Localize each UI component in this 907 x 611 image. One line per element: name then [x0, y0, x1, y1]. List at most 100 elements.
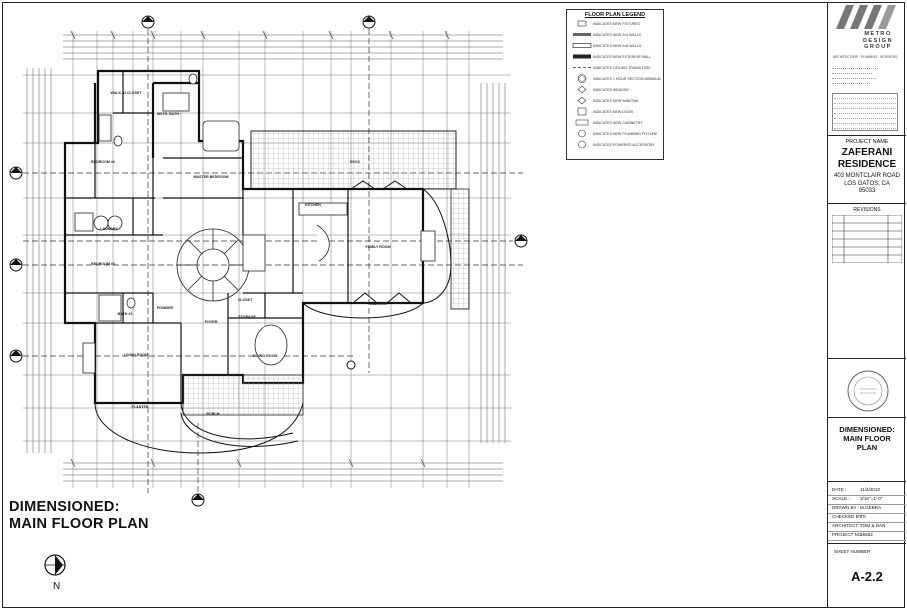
info-value: M.GEBRA: [860, 505, 882, 510]
info-row: PROJECT NO :16682: [832, 532, 873, 537]
room-label-living-room: LIVING ROOM: [124, 353, 148, 357]
drawing-title: DIMENSIONED: MAIN FLOOR PLAN: [9, 499, 149, 533]
legend-item: INDICATES NEW PLUMBING FIXTURE: [567, 128, 663, 139]
legend-symbol-icon: [575, 119, 589, 126]
vertical-grid-lines: [72, 31, 470, 488]
legend-item-label: INDICATES WINDOW: [593, 87, 629, 92]
room-label-laundry: LAUNDRY: [100, 227, 118, 231]
info-label: DRAWN BY :: [832, 505, 860, 510]
info-label: CHECKED BY :: [832, 514, 865, 519]
legend-item: INDICATES NEW 2x6 WALLS: [567, 40, 663, 51]
legend-item-label: INDICATES NEW 2x4 WALLS: [593, 32, 642, 37]
info-value: 3/16"=1'-0": [860, 496, 883, 501]
address-line-3: 95033: [858, 188, 876, 194]
room-label-planter: PLANTER: [132, 405, 149, 409]
sheet-title-line-3: PLAN: [856, 443, 878, 452]
legend-item-label: INDICATES NEW 2x6 WALLS: [593, 43, 642, 48]
legend-item: INDICATES WINDOW: [567, 84, 663, 95]
legend-item-label: INDICATES POWERED ACCESSORY: [593, 142, 655, 147]
fixtures: [74, 73, 436, 374]
copyright-note: [832, 93, 898, 131]
sheet-number: A-2.2: [851, 569, 883, 584]
room-labels: WALK-IN CLOSET MSTR. BATH BEDROOM #2 MAS…: [91, 91, 390, 416]
legend-item: INDICATES POWERED ACCESSORY: [567, 139, 663, 150]
firm-name-line-2: DESIGN: [862, 37, 894, 44]
legend-item-label: INDICATES CEILING TRANSITION: [593, 65, 650, 70]
room-label-walkin-closet: WALK-IN CLOSET: [111, 91, 143, 95]
project-name-label: PROJECT NAME: [845, 139, 889, 145]
info-label: PROJECT NO :: [832, 532, 865, 537]
sheet-title-line-1: DIMENSIONED:: [839, 425, 895, 434]
sheet-title-line-2: MAIN FLOOR: [843, 434, 891, 443]
legend-symbol-icon: [577, 85, 587, 94]
legend-symbol-icon: [578, 140, 586, 149]
info-row: SCALE : 3/16"=1'-0": [832, 496, 882, 501]
top-dimension-lines: [63, 34, 503, 60]
info-row: DRAWN BY :M.GEBRA: [832, 505, 881, 510]
interior-walls: [65, 71, 349, 403]
room-label-bedroom-2: BEDROOM #2: [91, 160, 115, 164]
info-value: TOM & DAN: [860, 523, 886, 528]
legend-symbol-icon: [577, 96, 587, 105]
right-dimension-lines: [480, 83, 506, 443]
legend-symbol-icon: [573, 54, 591, 59]
room-label-bath-3: BATH #3: [118, 312, 133, 316]
room-label-closet: CLOSET: [238, 298, 253, 302]
room-label-powder: POWDER: [157, 306, 174, 310]
legend-item: INDICATES 1 HOUR SECTION MINIMUM: [567, 73, 663, 84]
legend-item-label: INDICATES NEW EXTERIOR WALL: [593, 54, 652, 59]
sheet-number-label: SHEET NUMBER: [834, 549, 871, 554]
legend-item-label: INDICATES NEW CABINETRY: [593, 120, 643, 125]
firm-name-line-3: GROUP: [864, 44, 892, 50]
north-arrow-icon: [44, 554, 66, 576]
info-label: ARCHITECT :: [832, 523, 861, 528]
info-label: SCALE :: [832, 496, 850, 501]
architect-seal-icon: [847, 370, 889, 412]
info-value: 11/4/2010: [860, 487, 881, 492]
side-stair: [450, 188, 470, 310]
drawing-title-line-1: DIMENSIONED:: [9, 499, 120, 515]
info-divider: [828, 522, 906, 523]
revisions-label: REVISIONS: [853, 207, 881, 213]
legend-item: INDICATES NEW 2x4 WALLS: [567, 29, 663, 40]
floor-plan-drawing: WALK-IN CLOSET MSTR. BATH BEDROOM #2 MAS…: [9, 15, 528, 507]
revisions-table: [832, 215, 902, 263]
north-label: N: [53, 581, 61, 592]
floor-plan-legend: FLOOR PLAN LEGEND INDICATES NEW FIXTURES…: [566, 9, 664, 160]
legend-title: FLOOR PLAN LEGEND: [584, 12, 646, 18]
address-line-2: LOS GATOS, CA: [844, 180, 890, 187]
project-name-line-1: ZAFERANI: [841, 147, 893, 158]
legend-item: INDICATES NEW FIXTURES: [567, 18, 663, 29]
legend-symbol-icon: [573, 67, 591, 68]
title-block: METRO DESIGN GROUP ARCHITECTURE · PLANNI…: [827, 3, 906, 608]
info-divider: [828, 531, 906, 532]
legend-item-label: INDICATES NEW PLUMBING FIXTURE: [593, 131, 658, 136]
legend-item-label: INDICATES NEW FIXTURES: [593, 21, 641, 26]
room-label-mstr-bath: MSTR. BATH: [157, 112, 179, 116]
legend-item: INDICATES CEILING TRANSITION: [567, 62, 663, 73]
info-divider: [828, 495, 906, 496]
porch-curve: [94, 374, 304, 454]
project-address: 403 MONTCLAIR ROAD LOS GATOS, CA 95033: [828, 173, 906, 196]
info-value: TS: [860, 514, 866, 519]
info-row: ARCHITECT :TOM & DAN: [832, 523, 885, 528]
room-label-porch: PORCH: [207, 412, 220, 416]
info-row: DATE :11/4/2010: [832, 487, 880, 492]
room-label-dining-room: DINING ROOM: [253, 354, 278, 358]
room-label-deck: DECK: [350, 160, 361, 164]
legend-item: INDICATES NEW CABINETRY: [567, 117, 663, 128]
legend-item: INDICATES NEW DOOR: [567, 106, 663, 117]
sheet-title: DIMENSIONED: MAIN FLOOR PLAN: [828, 425, 906, 452]
info-divider: [828, 504, 906, 505]
legend-symbol-icon: [577, 20, 587, 27]
dimension-ticks: [70, 30, 450, 468]
room-label-master-bedroom: MASTER BEDROOM: [194, 175, 229, 179]
legend-symbol-icon: [573, 33, 591, 36]
grid-bubble-marks: [10, 16, 527, 500]
family-room-bay: [302, 180, 452, 319]
firm-logo: [836, 5, 896, 29]
bottom-dimension-lines: [63, 462, 503, 482]
firm-address-fine-print: [832, 66, 902, 87]
legend-symbol-icon: [578, 129, 586, 138]
